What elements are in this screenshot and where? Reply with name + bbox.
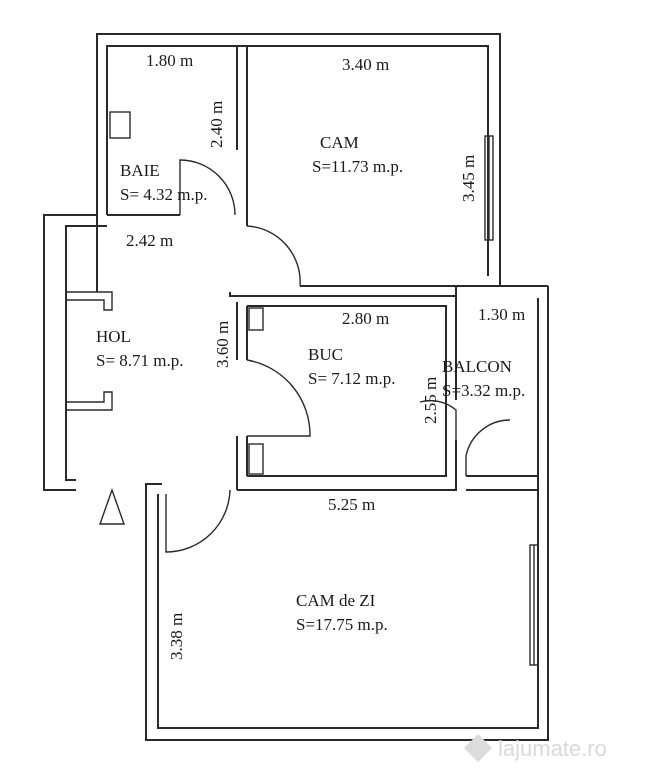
outer-walls	[43, 33, 549, 741]
buc-door	[246, 359, 311, 437]
room-area-cam: S=11.73 m.p.	[312, 157, 403, 176]
dim-buc-width: 2.80 m	[342, 309, 389, 328]
cam-door	[246, 225, 301, 287]
room-area-buc: S= 7.12 m.p.	[308, 369, 396, 388]
living-door	[165, 489, 231, 553]
windows	[484, 135, 539, 666]
balcon-door-right	[465, 419, 511, 476]
room-name-balcon: BALCON	[442, 357, 512, 376]
dim-camzi-width: 5.25 m	[328, 495, 375, 514]
room-name-baie: BAIE	[120, 161, 160, 180]
dim-hol-height: 3.60 m	[213, 321, 232, 368]
baie-door	[179, 159, 236, 216]
room-name-cam: CAM	[320, 133, 359, 152]
interior-walls	[66, 46, 538, 491]
room-name-buc: BUC	[308, 345, 343, 364]
balcon-door-left	[419, 399, 457, 440]
dim-camzi-height: 3.38 m	[167, 613, 186, 660]
dim-hol-width: 2.42 m	[126, 231, 173, 250]
dim-balcon-height: 2.55 m	[421, 377, 440, 424]
dim-balcon-width: 1.30 m	[478, 305, 525, 324]
room-name-camzi: CAM de ZI	[296, 591, 376, 610]
dim-baie-width: 1.80 m	[146, 51, 193, 70]
watermark: lajumate.ro	[464, 734, 607, 762]
watermark-text: lajumate.ro	[498, 736, 607, 761]
entrance-arrow-icon	[99, 487, 125, 525]
watermark-logo-icon	[464, 734, 492, 762]
dim-cam-height: 3.45 m	[459, 155, 478, 202]
dim-baie-height: 2.40 m	[207, 101, 226, 148]
dim-cam-width: 3.40 m	[342, 55, 389, 74]
room-area-hol: S= 8.71 m.p.	[96, 351, 184, 370]
room-name-hol: HOL	[96, 327, 131, 346]
room-area-baie: S= 4.32 m.p.	[120, 185, 208, 204]
room-area-camzi: S=17.75 m.p.	[296, 615, 388, 634]
room-area-balcon: S=3.32 m.p.	[442, 381, 525, 400]
doors	[165, 159, 511, 553]
